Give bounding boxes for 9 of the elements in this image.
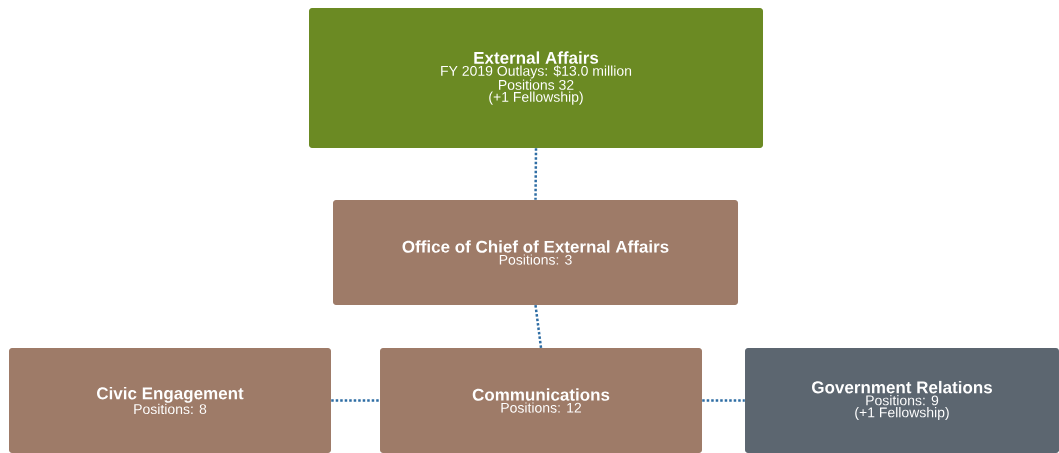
org-box: Communications Positions: 12 (380, 348, 702, 453)
connector-line (534, 148, 538, 200)
org-box: Office of Chief of External Affairs Positions: 3 (333, 200, 738, 305)
connector-line (702, 399, 745, 402)
org-box: Government Relations Positions: 9 (+1 Fellowship) (745, 348, 1059, 453)
connector-line (534, 305, 543, 348)
org-box: External Affairs FY 2019 Outlays: $13.0 million Positions 32 (+1 Fellowship) (309, 8, 763, 148)
connector-line (331, 399, 380, 402)
org-box: Civic Engagement Positions: 8 (9, 348, 331, 453)
